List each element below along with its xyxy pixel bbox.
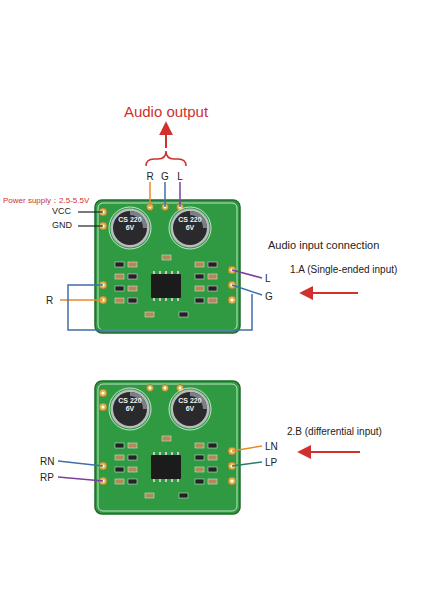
capacitor-marking: CS 220 6V: [175, 397, 205, 413]
mode-title: 2.B (differential input): [287, 426, 382, 437]
capacitor-top: CS 220 6V: [110, 389, 150, 429]
supply-note: Power supply：2.5-5.5V: [3, 197, 89, 206]
output-heading: Audio output: [124, 104, 208, 121]
pin-name: VCC: [52, 207, 71, 217]
pin-name: LP: [265, 457, 277, 468]
channel-name: L: [177, 171, 183, 182]
channel-name: G: [265, 291, 273, 302]
pin-name: GND: [52, 221, 72, 231]
pin-name: RP: [40, 472, 54, 483]
capacitor-top: CS 220 6V: [170, 389, 210, 429]
mode-title: 1.A (Single-ended input): [290, 264, 397, 275]
pin-name: RN: [40, 456, 54, 467]
capacitor-top: CS 220 6V: [110, 208, 150, 248]
capacitor-marking: CS 220 6V: [115, 397, 145, 413]
channel-name: R: [46, 295, 53, 306]
channel-name: L: [265, 273, 271, 284]
channel-name: G: [161, 171, 169, 182]
pin-name: LN: [265, 441, 278, 452]
input-heading: Audio input connection: [268, 239, 379, 251]
capacitor-top: CS 220 6V: [170, 208, 210, 248]
channel-name: R: [146, 171, 153, 182]
capacitor-marking: CS 220 6V: [115, 216, 145, 232]
capacitor-marking: CS 220 6V: [175, 216, 205, 232]
